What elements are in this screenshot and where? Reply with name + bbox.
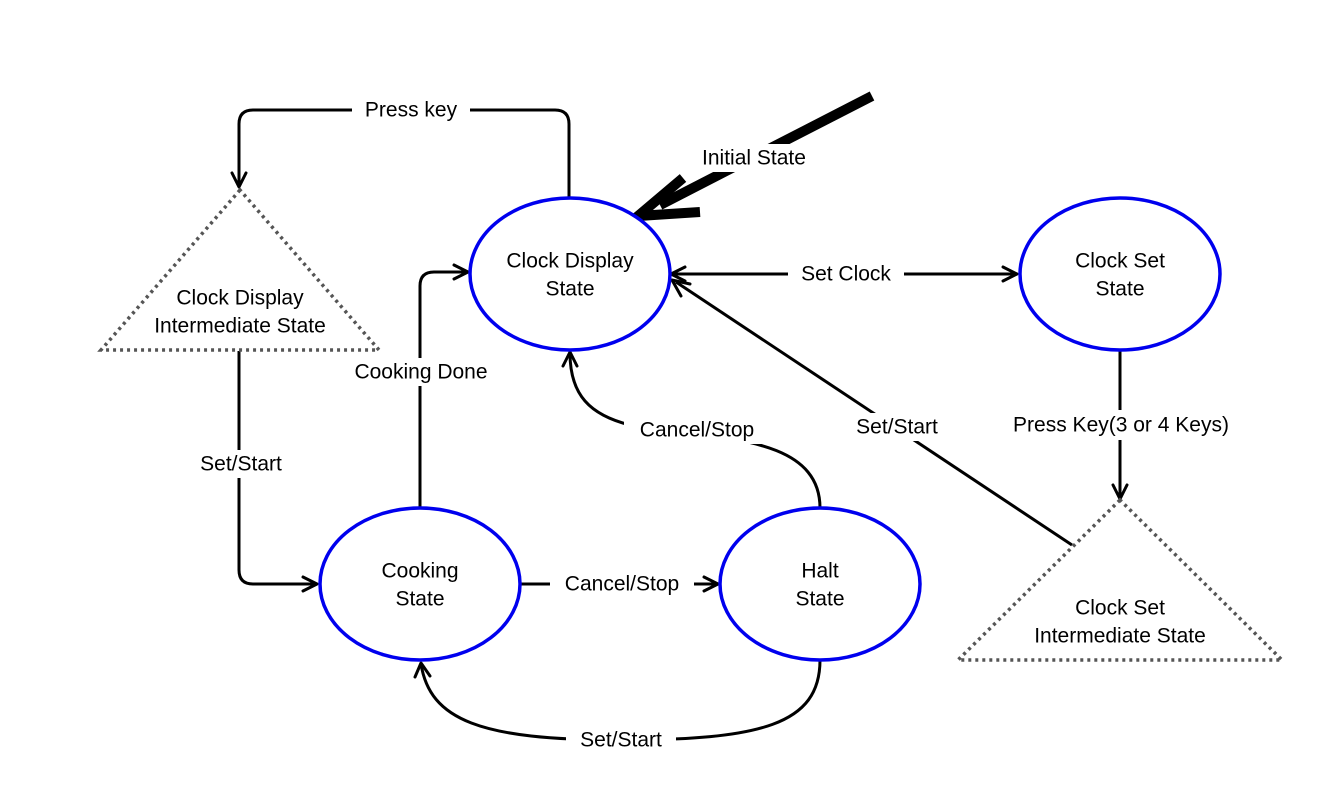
label-initial-state-text: Initial State: [702, 147, 806, 170]
state-clock-display-label-line2: State: [545, 278, 594, 301]
label-press-key-3-or-4-text: Press Key(3 or 4 Keys): [1013, 414, 1229, 437]
state-clock-display-shape: [468, 196, 672, 352]
state-clock-set-intermediate-label-line1: Clock Set: [1075, 597, 1165, 620]
edge-cooking-done: [418, 263, 470, 508]
label-cancel-stop-to-display: Cancel/Stop: [624, 416, 770, 444]
label-set-start-halt-to-cooking: Set/Start: [566, 726, 676, 754]
label-cancel-stop-to-display-text: Cancel/Stop: [640, 419, 754, 442]
state-cooking-label-line2: State: [395, 588, 444, 611]
state-cooking: Cooking State: [318, 506, 522, 662]
state-clock-set-shape: [1018, 196, 1222, 352]
label-cooking-done: Cooking Done: [340, 358, 502, 386]
state-clock-display: Clock Display State: [468, 196, 672, 352]
state-clock-display-intermediate: Clock Display Intermediate State: [97, 187, 383, 352]
label-set-clock-text: Set Clock: [801, 263, 891, 286]
label-press-key-3-or-4: Press Key(3 or 4 Keys): [994, 410, 1248, 440]
label-set-start-to-cooking: Set/Start: [188, 450, 294, 478]
state-clock-set-label-line2: State: [1095, 278, 1144, 301]
label-set-start-to-display-text: Set/Start: [856, 416, 938, 439]
label-set-start-halt-to-cooking-text: Set/Start: [580, 729, 662, 752]
state-clock-set-intermediate-shape: [953, 497, 1287, 662]
state-clock-set-intermediate-label-line2: Intermediate State: [1034, 625, 1206, 648]
label-cooking-done-text: Cooking Done: [354, 361, 487, 384]
edge-set-start-to-cooking: [237, 351, 319, 593]
state-halt: Halt State: [718, 506, 922, 662]
label-set-clock: Set Clock: [788, 260, 904, 288]
state-cooking-label-line1: Cooking: [381, 560, 458, 583]
state-halt-label-line2: State: [795, 588, 844, 611]
state-clock-set-intermediate: Clock Set Intermediate State: [953, 497, 1287, 662]
state-halt-shape: [718, 506, 922, 662]
label-set-start-to-cooking-text: Set/Start: [200, 453, 282, 476]
label-cancel-stop-to-halt: Cancel/Stop: [550, 570, 694, 598]
state-clock-display-intermediate-shape: [97, 187, 383, 352]
label-set-start-to-display: Set/Start: [842, 413, 952, 441]
state-halt-label-line1: Halt: [801, 560, 839, 583]
state-clock-set-label-line1: Clock Set: [1075, 250, 1165, 273]
label-press-key-text: Press key: [365, 99, 458, 122]
state-clock-display-intermediate-label-line1: Clock Display: [176, 287, 304, 310]
label-cancel-stop-to-halt-text: Cancel/Stop: [565, 573, 679, 596]
label-initial-state: Initial State: [688, 144, 820, 172]
state-clock-display-label-line1: Clock Display: [506, 250, 634, 273]
state-clock-display-intermediate-label-line2: Intermediate State: [154, 315, 326, 338]
label-press-key: Press key: [352, 96, 470, 124]
state-clock-set: Clock Set State: [1018, 196, 1222, 352]
state-cooking-shape: [318, 506, 522, 662]
